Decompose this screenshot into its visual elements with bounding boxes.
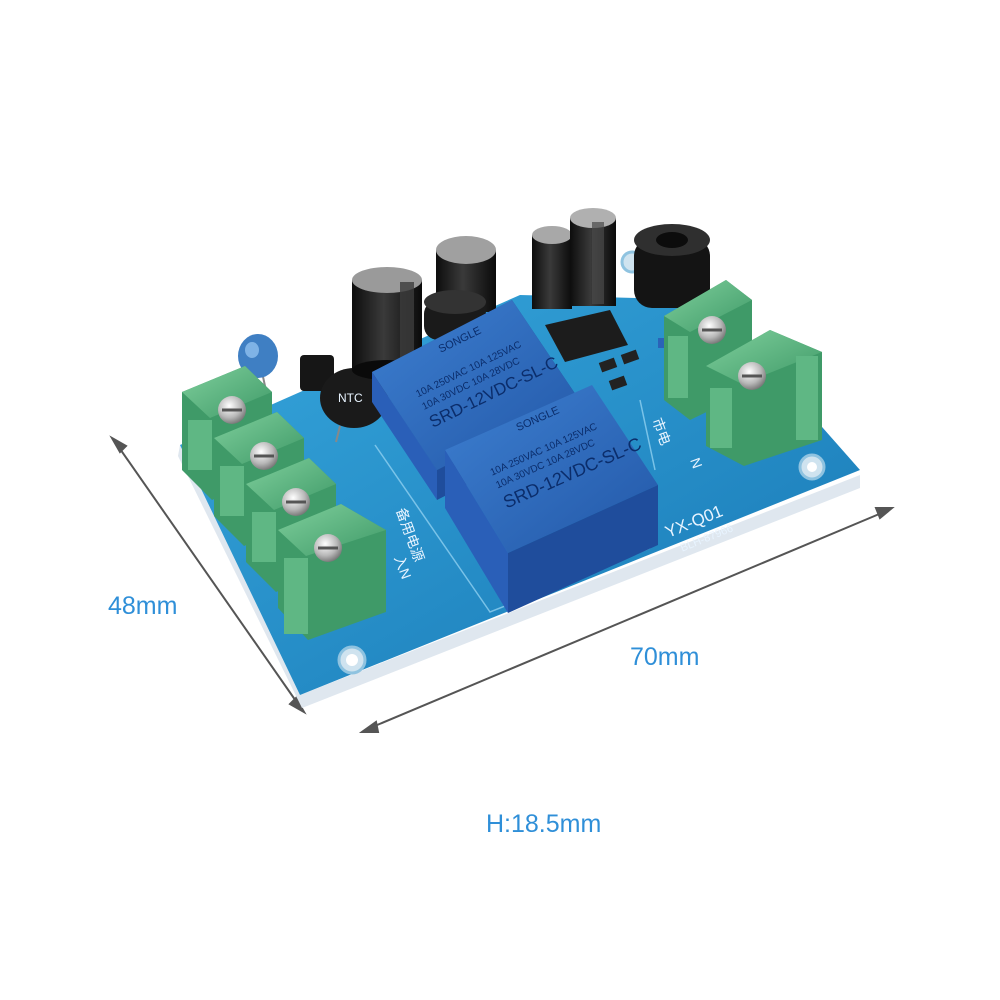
ntc-thermistor: NTC bbox=[320, 368, 388, 443]
relay-2: SONGLE 10A 250VAC 10A 125VAC 10A 30VDC 1… bbox=[445, 385, 658, 613]
mounting-hole-right bbox=[798, 453, 826, 481]
ceramic-capacitor bbox=[238, 334, 278, 401]
length-dimension-label: 70mm bbox=[630, 643, 700, 671]
ntc-label: NTC bbox=[338, 391, 363, 405]
height-dimension-label: H:18.5mm bbox=[486, 810, 602, 838]
terminal-block-right bbox=[664, 280, 822, 466]
length-dimension-arrow bbox=[358, 507, 895, 733]
width-dimension-label: 48mm bbox=[108, 592, 178, 620]
width-dimension-arrow bbox=[109, 435, 307, 715]
terminal-label-left: 入N bbox=[391, 553, 414, 581]
electrolytic-capacitor-3 bbox=[532, 226, 572, 309]
mounting-hole-left bbox=[337, 645, 367, 675]
terminal-left-4 bbox=[278, 504, 386, 640]
terminal-right-2 bbox=[706, 330, 822, 466]
inductor-coil bbox=[634, 224, 710, 308]
regulator-chip bbox=[545, 310, 628, 362]
electrolytic-capacitor-4 bbox=[570, 208, 616, 306]
terminal-block-left bbox=[182, 366, 386, 640]
